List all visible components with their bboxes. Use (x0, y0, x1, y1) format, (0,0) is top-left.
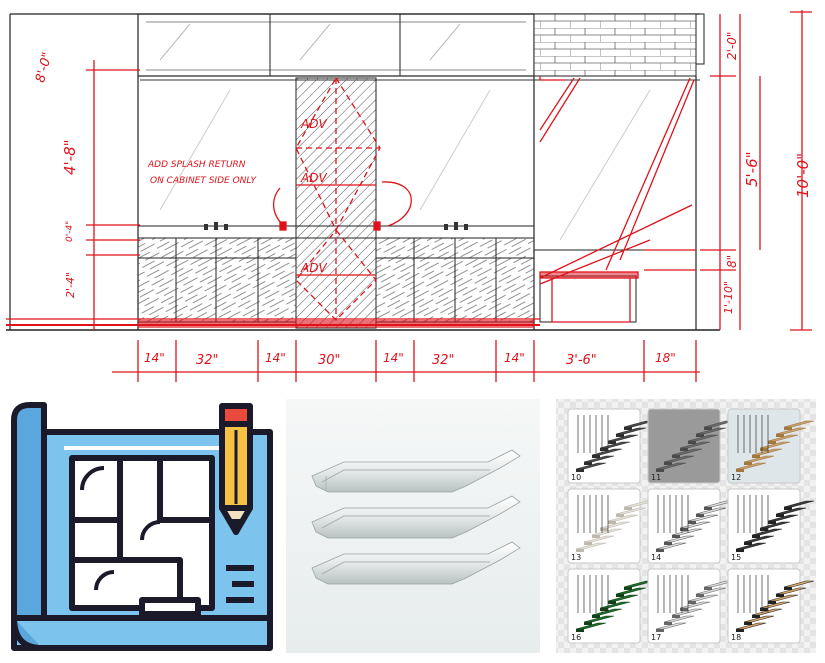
adv-label-1: ADV (300, 117, 327, 131)
dim-left-2-4: 2'-4" (64, 272, 77, 298)
adv-label-2: ADV (300, 171, 327, 185)
elevation-drawing: ADD SPLASH RETURN ON CABINET SIDE ONLY A… (6, 10, 812, 382)
stair-tile: 12 (727, 408, 815, 484)
crown-molding-bottom (311, 541, 521, 585)
stair-tile: 11 (647, 408, 735, 484)
dim-right-8: 8" (725, 255, 739, 268)
splash-note-line1: ADD SPLASH RETURN (147, 160, 246, 170)
stair-tile: 10 (567, 408, 655, 484)
dim-h-14-c: 14" (383, 351, 404, 365)
faucet-right-icon (444, 222, 468, 230)
stair-tile: 13 (567, 488, 655, 564)
stair-tile-number: 15 (731, 553, 741, 562)
crown-molding-top (311, 449, 521, 493)
dim-right-5-6: 5'-6" (743, 151, 761, 187)
dim-h-32-b: 32" (432, 353, 455, 368)
stair-tile: 17 (647, 568, 735, 644)
dim-left-4-8: 4'-8" (61, 139, 79, 175)
molding-render (286, 399, 540, 653)
splash-note-line2: ON CABINET SIDE ONLY (150, 176, 258, 186)
dim-left-8-0: 8'-0" (33, 51, 55, 85)
dim-right-2-0: 2'-0" (725, 32, 739, 60)
adv-label-3: ADV (300, 261, 327, 275)
dim-h-32-a: 32" (196, 353, 219, 368)
dim-right-10-0: 10'-0" (794, 153, 812, 198)
stair-grid: 10 11 12 13 14 15 16 17 18 (556, 399, 816, 653)
stair-tile-number: 16 (571, 633, 581, 642)
dim-h-18: 18" (655, 351, 676, 365)
stair-tile: 15 (727, 488, 815, 564)
stair-tile-number: 10 (571, 473, 581, 482)
stair-tile-number: 14 (651, 553, 661, 562)
dim-h-14-a: 14" (144, 351, 165, 365)
blueprint-pencil-icon (11, 402, 273, 651)
dim-h-3-6: 3'-6" (566, 353, 597, 368)
stair-tile-number: 17 (651, 633, 661, 642)
stair-tile-number: 18 (731, 633, 741, 642)
stair-tile: 18 (727, 568, 815, 644)
stair-tile: 16 (567, 568, 655, 644)
stair-tile-number: 11 (651, 473, 661, 482)
stair-tile-number: 12 (731, 473, 741, 482)
stair-tile-number: 13 (571, 553, 581, 562)
redline-markup (6, 10, 812, 382)
stair-tile: 14 (647, 488, 735, 564)
dim-h-14-b: 14" (265, 351, 286, 365)
dim-right-1-10: 1'-10" (722, 281, 735, 314)
dim-h-14-d: 14" (504, 351, 525, 365)
crown-molding-middle (311, 495, 521, 539)
dim-left-0-4: 0'-4" (65, 221, 75, 242)
dim-h-30: 30" (318, 353, 341, 368)
faucet-left-icon (204, 222, 228, 230)
